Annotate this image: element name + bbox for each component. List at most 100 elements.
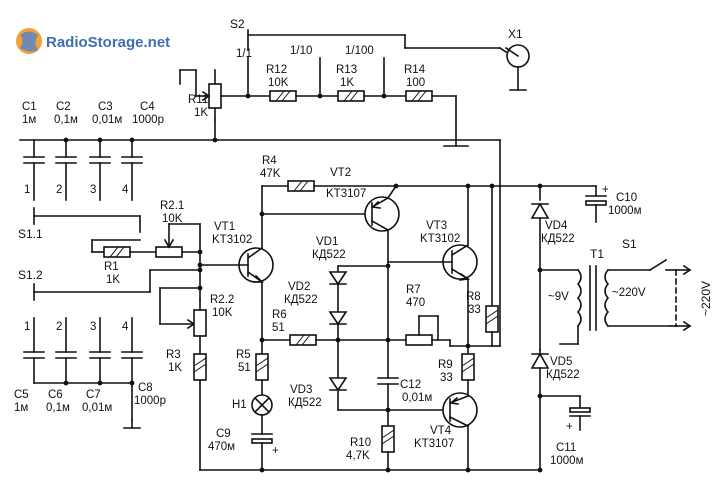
c6-value: 0,1м [46, 402, 70, 414]
junction-dot [393, 183, 399, 189]
c10-name: C10 [616, 192, 637, 204]
x1-wire-b [498, 46, 508, 54]
r3-value: 1K [168, 362, 182, 374]
s1-switch-lever[interactable] [648, 258, 668, 272]
junction-dot [259, 337, 265, 343]
r12-name: R12 [266, 64, 287, 76]
r14-value: 100 [406, 77, 425, 89]
r3-resistor [193, 353, 207, 381]
c8-name: C8 [138, 382, 153, 394]
junction-dot [537, 393, 543, 399]
transistor-vt1: VT1 KT3102 [197, 185, 274, 355]
r12-hatch-2 [281, 90, 291, 102]
r7-resistor [405, 334, 433, 346]
r11-arrow-icon [201, 90, 211, 102]
input-divider: R2.1 10K R1 1K [91, 200, 203, 301]
vt1-type: KT3102 [212, 234, 252, 246]
r7-value: 470 [406, 297, 425, 309]
vt3-collector [450, 243, 470, 257]
junction-dot [97, 137, 103, 143]
junction-dot [385, 263, 391, 269]
junction-dot [259, 467, 265, 473]
vt3-type: KT3102 [420, 233, 460, 245]
vd1-type: КД522 [312, 249, 346, 261]
h1-name: H1 [232, 399, 247, 411]
s2-pos-1: 1/1 [236, 48, 252, 60]
junction-dot [245, 93, 251, 99]
s2-pos-3: 1/100 [345, 45, 374, 57]
junction-dot [317, 93, 323, 99]
diode-chain: VD1 КД522 VD2 КД522 VD3 КД522 [284, 236, 391, 411]
s2-pos-2: 1/10 [290, 45, 312, 57]
r14-hatch-1 [411, 90, 421, 102]
r13-hatch-1 [343, 90, 353, 102]
c3-value: 0,01м [92, 114, 122, 126]
vt2-emitter-lead [386, 184, 398, 200]
r4-value: 47K [260, 168, 281, 180]
r11-value: 1K [194, 107, 208, 119]
vt1-collector [246, 246, 264, 260]
c12-name: C12 [400, 379, 421, 391]
c9-value: 470м [208, 441, 235, 453]
junction-dot [385, 407, 391, 413]
r2-1-arrow-icon [163, 238, 175, 249]
mains-arrow-top-icon [682, 264, 692, 276]
t1-primary-coil [604, 268, 610, 328]
r13-name: R13 [336, 64, 357, 76]
cap-c4 [121, 139, 143, 201]
c4-name: C4 [140, 101, 155, 113]
vt2-collector [370, 219, 390, 232]
vd2-diode [328, 311, 348, 326]
mains-arrow-bottom-icon [682, 320, 692, 332]
c11-value: 1000м [550, 455, 584, 467]
r5-resistor [255, 353, 269, 381]
junction-dot [63, 137, 69, 143]
r9-value: 33 [440, 372, 453, 384]
c10-value: 1000м [608, 205, 642, 217]
c12-value: 0,01м [402, 392, 432, 404]
vt2-name: VT2 [330, 167, 351, 179]
r8-hatch-1 [485, 309, 499, 319]
c9-plus: + [272, 445, 279, 457]
r9-resistor [461, 353, 475, 381]
vd3-name: VD3 [290, 384, 312, 396]
cap-c2 [55, 139, 77, 201]
radiostorage-logo: RadioStorage.net [16, 28, 170, 54]
r6-name: R6 [272, 309, 287, 321]
r1-name: R1 [104, 261, 119, 273]
junction-dot [259, 211, 265, 217]
vt2-arrow-icon [371, 200, 381, 209]
vd3-type: КД522 [288, 397, 322, 409]
r11-name: R11 [188, 94, 208, 106]
c10-plus: + [602, 184, 609, 196]
cap-c5 [23, 317, 45, 384]
logo-globe-shape [20, 31, 38, 52]
vd2-name: VD2 [288, 281, 310, 293]
vd4-type: КД522 [541, 233, 575, 245]
junction-dot [385, 467, 391, 473]
junction-dot [97, 380, 103, 386]
c6-num: 2 [56, 321, 62, 333]
r8-resistor [485, 305, 499, 333]
r11-resistor [208, 83, 222, 109]
cap-c1 [23, 139, 45, 201]
c11-plate-a [569, 407, 591, 413]
r5-value: 51 [238, 362, 251, 374]
c11-plus: + [566, 421, 573, 433]
cap-c8 [121, 317, 143, 421]
r10-hatch-2 [381, 435, 395, 445]
r9-hatch-1 [461, 357, 475, 367]
vd4-name: VD4 [545, 220, 568, 232]
r9-name: R9 [438, 359, 453, 371]
t1-secondary-coil [576, 268, 582, 328]
t1-name: T1 [590, 247, 604, 261]
r4-name: R4 [262, 155, 277, 167]
vd1-name: VD1 [316, 236, 338, 248]
c5-value: 1м [14, 402, 28, 414]
c4-value: 1000р [132, 114, 164, 126]
c8-num: 4 [122, 321, 129, 333]
vd2-type: КД522 [284, 294, 318, 306]
c5-num: 1 [24, 321, 30, 333]
r13-value: 1K [340, 77, 354, 89]
